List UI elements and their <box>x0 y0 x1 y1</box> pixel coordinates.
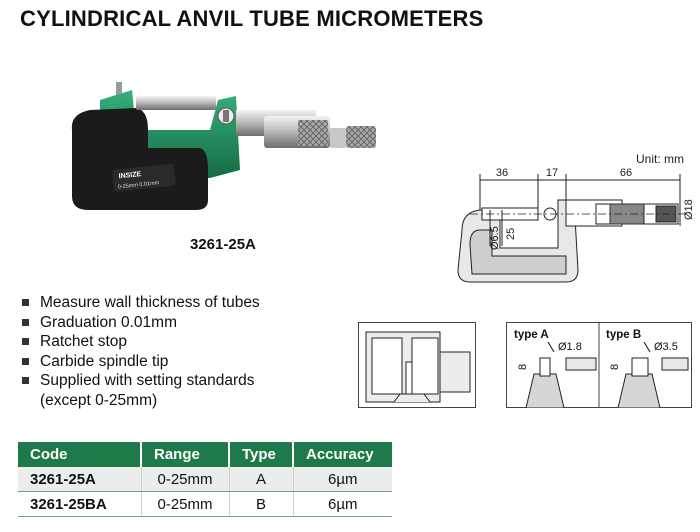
type-b-diameter: Ø3.5 <box>654 341 678 353</box>
bullet-icon <box>22 299 29 306</box>
dim-25: 25 <box>505 228 517 240</box>
feature-list: Measure wall thickness of tubes Graduati… <box>18 293 260 410</box>
table-row: 3261-25BA 0-25mm B 6µm <box>18 491 392 517</box>
spec-table-header: Code Range Type Accuracy <box>18 442 392 467</box>
feature-item: Carbide spindle tip <box>18 352 260 372</box>
type-b-height: 8 <box>609 364 621 370</box>
dim-d18: Ø18 <box>683 199 695 220</box>
micrometer-photo: INSIZE 0-25mm 0.01mm <box>71 82 376 210</box>
feature-item: Measure wall thickness of tubes <box>18 293 260 313</box>
type-a-height: 8 <box>517 364 529 370</box>
page-title: CYLINDRICAL ANVIL TUBE MICROMETERS <box>20 6 484 31</box>
col-type: Type <box>229 442 294 467</box>
type-b-label: type B <box>606 329 641 341</box>
dim-17: 17 <box>546 167 558 179</box>
type-a-label: type A <box>514 329 549 341</box>
table-row: 3261-25A 0-25mm A 6µm <box>18 467 392 492</box>
bullet-icon <box>22 377 29 384</box>
anvil-section-figure <box>358 322 476 408</box>
dim-36: 36 <box>496 167 508 179</box>
frame-range-text: 0-25mm 0.01mm <box>118 180 160 190</box>
feature-item: Graduation 0.01mm <box>18 313 260 333</box>
bullet-icon <box>22 338 29 345</box>
col-accuracy: Accuracy <box>293 442 392 467</box>
dim-d6-5: Ø6.5 <box>489 226 501 250</box>
feature-item-continuation: (except 0-25mm) <box>40 391 158 409</box>
col-range: Range <box>141 442 230 467</box>
spec-table: Code Range Type Accuracy 3261-25A 0-25mm… <box>18 442 392 517</box>
col-code: Code <box>18 442 142 467</box>
feature-item: Supplied with setting standards <box>18 371 260 391</box>
bullet-icon <box>22 318 29 326</box>
anvil-types-figure: type A Ø1.8 8 type B Ø3.5 8 <box>506 322 692 408</box>
model-label: 3261-25A <box>190 236 256 253</box>
brand-text: INSIZE <box>118 171 141 180</box>
bullet-icon <box>22 357 29 365</box>
dimension-drawing: 36 17 66 Ø18 Ø6.5 25 <box>457 167 695 283</box>
feature-item: Ratchet stop <box>18 332 260 352</box>
type-a-diameter: Ø1.8 <box>558 341 582 353</box>
unit-label: Unit: mm <box>636 152 684 166</box>
dim-66: 66 <box>620 167 632 179</box>
